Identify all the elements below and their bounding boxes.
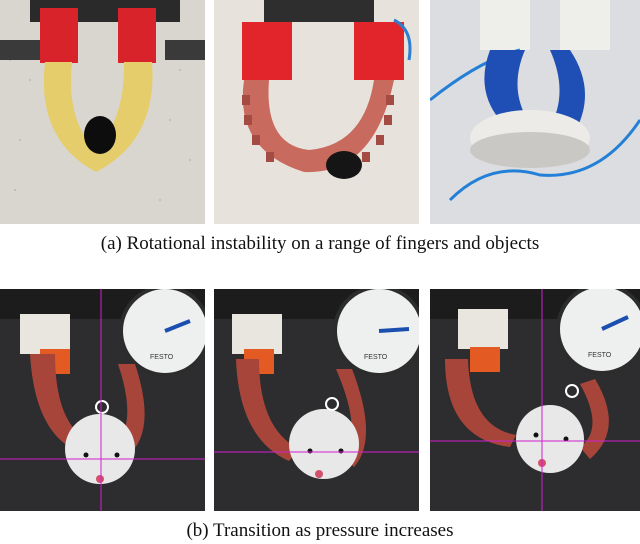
- caption-b: (b) Transition as pressure increases: [186, 520, 454, 541]
- photo-pressure-low: FESTO: [0, 289, 205, 511]
- photo-pressure-high: FESTO: [430, 289, 640, 511]
- photo-pink-finger: [214, 0, 419, 224]
- photo-pressure-mid: FESTO: [214, 289, 419, 511]
- caption-a: (a) Rotational instability on a range of…: [100, 233, 540, 254]
- gauge-brand-3: FESTO: [588, 352, 612, 359]
- gauge-brand-2: FESTO: [364, 354, 388, 361]
- photo-blue-finger: [430, 0, 640, 224]
- gauge-brand-1: FESTO: [150, 354, 174, 361]
- photo-yellow-finger: [0, 0, 205, 224]
